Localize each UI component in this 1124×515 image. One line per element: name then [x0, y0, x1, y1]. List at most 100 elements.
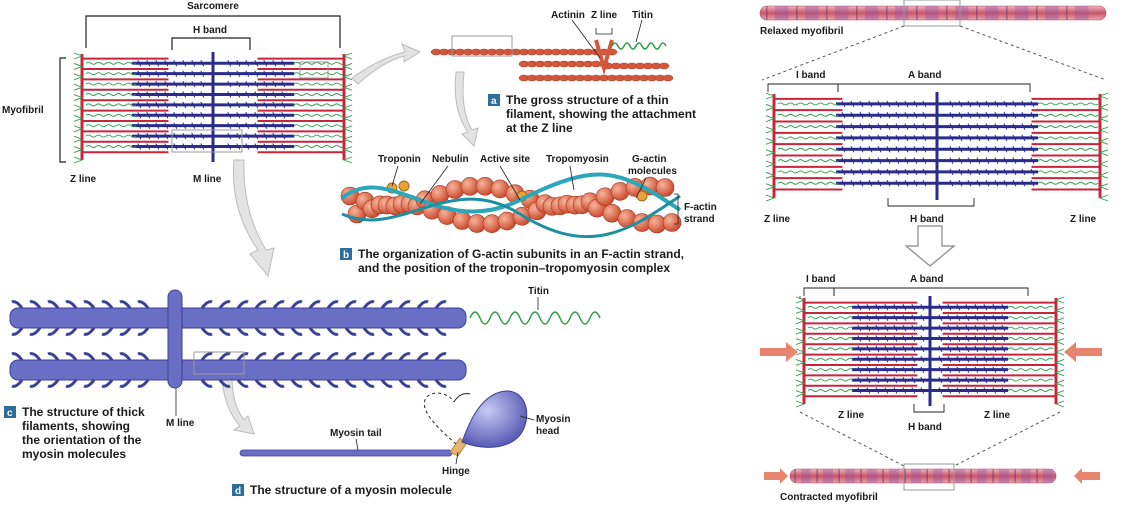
myosin-head-tick: [967, 134, 972, 142]
myosin-head-tick: [155, 70, 160, 77]
myosin-head-projection: [344, 379, 357, 388]
titin-spring: [293, 145, 345, 148]
myosin-head-tick: [164, 101, 169, 109]
myosin-head-tick: [913, 157, 918, 164]
myosin-head-tick: [254, 70, 259, 77]
myosin-head-tick: [895, 180, 900, 187]
myosin-head-tick: [182, 80, 187, 88]
myosin-head-tick: [965, 335, 970, 342]
myosin-head-tick: [1001, 304, 1006, 311]
myosin-head-tick: [904, 180, 909, 187]
thin-filament-ropes: [430, 39, 674, 82]
g-actin-bead: [662, 213, 682, 232]
myosin-head-tick: [875, 345, 880, 353]
titin-spring: [777, 102, 839, 106]
z-disc-zigzag: [1098, 149, 1109, 157]
myosin-head-tick: [1021, 123, 1026, 130]
myosin-head-tick: [965, 366, 970, 373]
titin-spring: [1007, 389, 1054, 392]
sarcomere-overview: Sarcomere H band Myofibril Z line M line: [2, 1, 353, 185]
myosin-head-tick: [904, 123, 909, 130]
myosin-head-tick: [200, 112, 205, 119]
panel-b-letter-box: [340, 248, 352, 260]
titin-spring: [85, 145, 137, 148]
myosin-head-tick: [949, 123, 954, 130]
actin-twist: [662, 74, 674, 82]
tropomyosin-strand-2: [341, 194, 681, 239]
myosin-head-tick: [857, 335, 862, 342]
z-disc-zigzag: [1054, 358, 1065, 366]
m-line-rod: [167, 289, 183, 389]
myosin-head-tick: [1030, 100, 1035, 108]
panel-a-caption-3: at the Z line: [506, 121, 573, 135]
myosin-head-tick: [992, 345, 997, 353]
contract-arrow-left: [764, 468, 788, 484]
myosin-head-tick: [1001, 335, 1006, 342]
myosin-head-tick: [976, 134, 981, 142]
contracted-highlight: [903, 463, 955, 491]
myosin-head-projection: [119, 379, 132, 388]
myosin-head-tick: [191, 70, 196, 77]
panel-c-caption-4: myosin molecules: [22, 447, 126, 461]
highlight-box-thin: [299, 61, 329, 79]
myosin-head-tick: [857, 304, 862, 311]
myosin-head-tick: [958, 168, 963, 176]
myosin-head-tick: [893, 314, 898, 321]
myosin-head-tick: [994, 168, 999, 176]
myosin-head-tick: [967, 168, 972, 176]
myosin-head-projection: [11, 379, 24, 388]
myosin-head-tick: [182, 112, 187, 119]
z-disc-zigzag: [1098, 92, 1109, 100]
zoom-line-right-1: [959, 25, 1107, 81]
myosin-head-projection: [101, 327, 114, 336]
myosin-head-tick: [1001, 345, 1006, 353]
arrow-to-panel-b: [454, 71, 479, 147]
myosin-head-projection: [308, 352, 321, 361]
myosin-head-tick: [983, 387, 988, 394]
myosin-head-tick: [227, 143, 232, 150]
myosin-head-tick: [173, 132, 178, 140]
hinge-label: Hinge: [442, 466, 470, 477]
myosin-head-tick: [877, 146, 882, 153]
z-disc-zigzag: [1054, 296, 1065, 304]
myosin-head-tick: [866, 335, 871, 342]
myosin-head-tick: [191, 112, 196, 119]
z-disc-zigzag: [342, 125, 353, 133]
myosin-head-tick: [200, 80, 205, 88]
z-disc-zigzag: [795, 327, 806, 335]
myosin-head-tick: [236, 143, 241, 150]
myosin-head-projection: [218, 300, 231, 309]
myosin-head-tick: [281, 91, 286, 98]
z-disc-zigzag: [342, 114, 353, 122]
titin-spring: [807, 305, 854, 309]
myosin-head-tick: [920, 345, 925, 353]
myosin-head-tick: [245, 60, 250, 67]
myosin-tail-label: Myosin tail: [330, 428, 382, 439]
a-band-stripe: [933, 469, 943, 483]
myosin-head-tick: [886, 157, 891, 164]
myosin-head-tick: [1003, 180, 1008, 187]
myosin-head-tick: [967, 112, 972, 119]
z-disc-zigzag: [1098, 171, 1109, 179]
z-disc-zigzag: [342, 83, 353, 91]
myosin-head-tick: [992, 335, 997, 342]
myosin-head-projection: [101, 379, 114, 388]
myosin-head-projection: [398, 327, 411, 336]
myosin-head-tick: [182, 70, 187, 77]
myosin-head-tick: [859, 123, 864, 130]
myosin-head-tick: [949, 134, 954, 142]
a-band-stripe: [1021, 469, 1031, 483]
titin-spring: [1007, 368, 1054, 372]
panel-b-letter: b: [343, 250, 349, 261]
myosin-head-tick: [155, 143, 160, 150]
myosin-head-tick: [1012, 168, 1017, 176]
a-band-stripe: [1015, 6, 1029, 20]
myosin-head-tick: [1021, 100, 1026, 108]
myosin-head-tick: [985, 168, 990, 176]
myosin-head-tick: [245, 122, 250, 129]
myosin-head-tick: [281, 80, 286, 88]
myosin-head-tick: [236, 132, 241, 140]
myosin-head-tick: [983, 324, 988, 332]
myosin-head-tick: [281, 122, 286, 129]
z-line-label-contracted-left: Z line: [838, 410, 865, 421]
